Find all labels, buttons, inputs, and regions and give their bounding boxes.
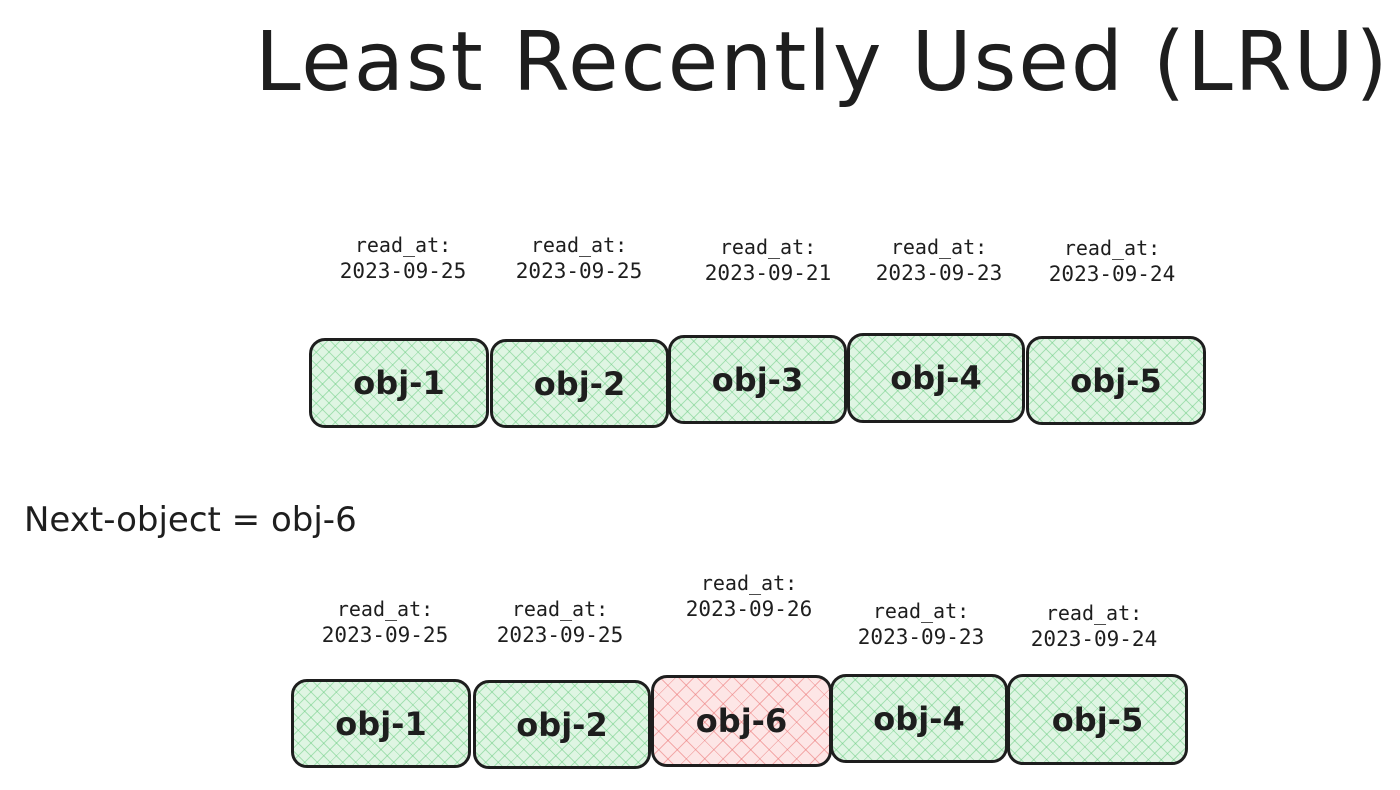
read-at-key: read_at: — [1063, 236, 1161, 260]
read-at-key: read_at: — [336, 597, 434, 621]
cache-slot-label: obj-5 — [1070, 361, 1162, 400]
cache-slot-label: obj-6 — [695, 702, 788, 740]
diagram-title: Least Recently Used (LRU) — [255, 15, 1390, 110]
read-at-date: 2023-09-23 — [857, 625, 985, 649]
read-at-date: 2023-09-25 — [515, 259, 643, 283]
cache-slot-label: obj-3 — [711, 360, 804, 399]
cache-slot-label: obj-1 — [353, 364, 445, 402]
read-at-key: read_at: — [700, 571, 798, 595]
cache-slot-obj-2: obj-2 — [473, 680, 651, 769]
cache-slot-obj-2: obj-2 — [490, 339, 669, 428]
read-at-key: read_at: — [530, 233, 628, 257]
cache-slot-label: obj-1 — [335, 704, 427, 743]
cache-slot-obj-5: obj-5 — [1026, 336, 1206, 425]
read-at-date: 2023-09-25 — [496, 623, 624, 647]
read-at-label: read_at: 2023-09-26 — [664, 570, 834, 622]
cache-slot-label: obj-2 — [516, 705, 608, 744]
cache-slot-obj-5: obj-5 — [1007, 674, 1188, 765]
read-at-label: read_at: 2023-09-23 — [854, 234, 1024, 286]
cache-slot-obj-3: obj-3 — [668, 335, 847, 424]
cache-slot-label: obj-2 — [533, 364, 626, 403]
cache-slot-obj-1: obj-1 — [309, 338, 489, 428]
read-at-label: read_at: 2023-09-24 — [1027, 235, 1197, 287]
read-at-label: read_at: 2023-09-25 — [300, 596, 470, 648]
read-at-label: read_at: 2023-09-25 — [318, 232, 488, 284]
read-at-label: read_at: 2023-09-21 — [683, 234, 853, 286]
next-object-label: Next-object = obj-6 — [24, 500, 357, 540]
read-at-label: read_at: 2023-09-23 — [836, 598, 1006, 650]
read-at-date: 2023-09-24 — [1030, 627, 1158, 651]
read-at-date: 2023-09-23 — [875, 261, 1003, 285]
cache-slot-obj-6-new: obj-6 — [651, 675, 832, 767]
read-at-date: 2023-09-24 — [1048, 262, 1176, 286]
read-at-key: read_at: — [872, 599, 970, 623]
read-at-key: read_at: — [354, 233, 452, 257]
read-at-key: read_at: — [719, 235, 817, 259]
cache-slot-label: obj-5 — [1051, 700, 1144, 739]
read-at-label: read_at: 2023-09-25 — [475, 596, 645, 648]
cache-slot-obj-1: obj-1 — [291, 679, 471, 768]
cache-slot-label: obj-4 — [873, 699, 965, 738]
read-at-key: read_at: — [890, 235, 988, 259]
read-at-date: 2023-09-26 — [685, 597, 813, 621]
cache-slot-label: obj-4 — [890, 359, 982, 397]
read-at-date: 2023-09-21 — [704, 261, 832, 285]
read-at-date: 2023-09-25 — [321, 623, 449, 647]
cache-slot-obj-4: obj-4 — [830, 674, 1008, 763]
read-at-key: read_at: — [511, 597, 609, 621]
read-at-label: read_at: 2023-09-24 — [1009, 600, 1179, 652]
read-at-label: read_at: 2023-09-25 — [494, 232, 664, 284]
read-at-date: 2023-09-25 — [339, 259, 467, 283]
cache-slot-obj-4: obj-4 — [847, 333, 1025, 423]
read-at-key: read_at: — [1045, 601, 1143, 625]
